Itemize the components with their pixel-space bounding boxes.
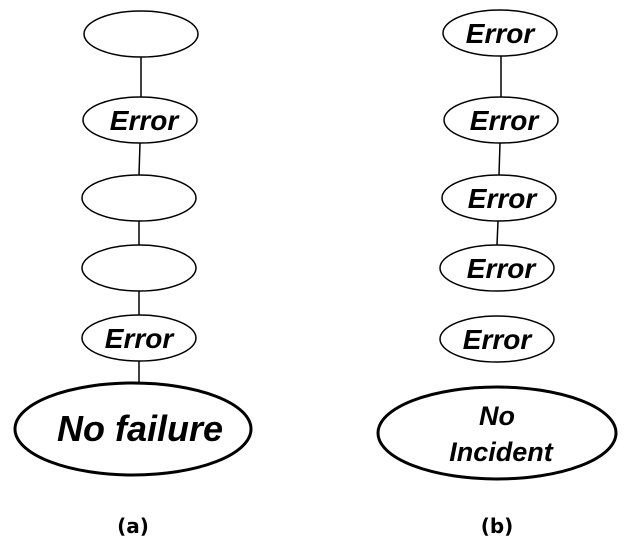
- diagram-b-node-4-label: Error: [467, 253, 538, 284]
- diagram-a-node-5: [81, 314, 197, 362]
- diagram-a-node-4: [81, 244, 197, 292]
- diagram-b-node-1: [442, 9, 558, 57]
- diagram-b-node-5-label: Error: [463, 324, 534, 355]
- diagram-a-outcome-label: No failure: [57, 408, 223, 449]
- diagram-a-node-2: [82, 96, 198, 144]
- diagram-b-node-2-label: Error: [470, 105, 541, 136]
- diagram-b-node-4: [439, 244, 555, 292]
- diagram-a-node-1: [83, 10, 199, 58]
- diagram-a-caption: (a): [117, 514, 149, 538]
- diagram-b-outcome-label-line-2: Incident: [449, 437, 554, 467]
- diagram-a-node-3: [81, 174, 197, 222]
- diagram-b-link-2: [498, 142, 501, 176]
- diagram-b-node-5: [439, 315, 555, 363]
- diagram-b-node-1-label: Error: [466, 18, 537, 49]
- diagram-a-node-2-label: Error: [110, 105, 181, 136]
- diagram-b-node-2: [443, 96, 559, 144]
- diagram-a-outcome: [13, 381, 253, 477]
- diagram-b-caption: (b): [481, 514, 514, 538]
- diagram-b-outcome: [376, 385, 618, 481]
- diagram-b-node-3-label: Error: [468, 183, 539, 214]
- diagram-a-link-2: [138, 142, 141, 176]
- diagram-b: Error Error Error Error Error No Inciden…: [376, 9, 618, 538]
- diagram-a-node-5-label: Error: [105, 323, 176, 354]
- diagram-a: Error Error No failure (a): [13, 10, 253, 538]
- diagram-b-link-3: [496, 220, 499, 246]
- diagram-b-node-3: [441, 174, 557, 222]
- diagram-b-outcome-label-line-1: No: [479, 401, 515, 431]
